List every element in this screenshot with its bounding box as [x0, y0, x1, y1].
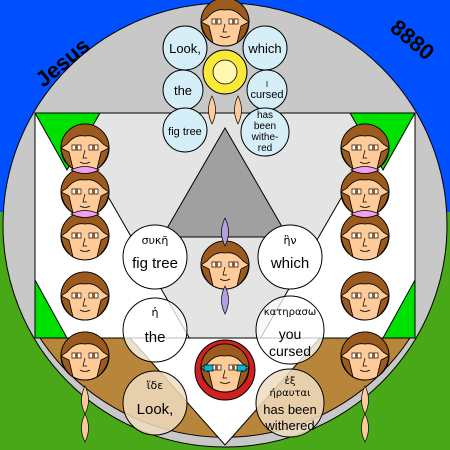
greek-exeranthai-2: ήραυται: [269, 387, 311, 399]
label-fig-tree: fig tree: [168, 126, 202, 138]
face-icon: [60, 211, 110, 261]
eye-icon: [203, 364, 214, 372]
english-katerasw-1: you: [279, 326, 302, 342]
english-ide: Look,: [137, 401, 174, 418]
bubble-fig-tree: [162, 107, 208, 153]
flower-center-inner: [212, 59, 238, 85]
bubble-withered: [240, 107, 290, 157]
label-cursed-2: cursed: [250, 89, 283, 101]
greek-syke: συκῆ: [142, 234, 169, 247]
bubble-hen: [257, 224, 323, 290]
label-withered-4: red: [258, 143, 272, 154]
label-withered-3: withe-: [251, 132, 279, 143]
label-withered-1: has: [257, 110, 273, 121]
bubble-exeranthai: [255, 368, 325, 438]
eye-icon: [236, 364, 247, 372]
label-cursed-1: I: [266, 80, 268, 89]
face-icon: [200, 0, 250, 47]
english-he: the: [145, 329, 166, 346]
english-syke: fig tree: [132, 255, 178, 272]
label-the: the: [174, 83, 192, 98]
face-icon: [200, 240, 250, 290]
bubble-ide: [122, 370, 188, 436]
face-icon: [340, 331, 390, 381]
bubble-he: [122, 297, 188, 363]
label-withered-2: been: [254, 121, 276, 132]
face-icon: [340, 271, 390, 321]
bubble-syke: [122, 224, 188, 290]
greek-ide: ἴδε: [147, 379, 163, 392]
face-icon: [340, 123, 390, 173]
lower-bubbles: συκῆ fig tree ἣν which ἡ the κατηρασω yo…: [122, 224, 325, 438]
label-which: which: [247, 41, 281, 56]
english-exeranthai-1: has been: [263, 402, 317, 417]
greek-hen: ἣν: [283, 234, 296, 247]
bubble-katerasw: [255, 295, 325, 365]
center-face-column: [194, 217, 256, 401]
face-icon: [60, 271, 110, 321]
english-hen: which: [270, 255, 309, 272]
english-exeranthai-2: withered: [264, 418, 314, 433]
greek-exeranthai-1: ἐξ: [285, 375, 296, 387]
top-flower: Look, which the I cursed fig tree has be…: [162, 0, 290, 157]
greek-he: ἡ: [152, 306, 159, 319]
face-icon: [60, 123, 110, 173]
greek-katerasw: κατηρασω: [264, 307, 317, 318]
face-icon: [340, 167, 390, 217]
face-icon: [60, 167, 110, 217]
face-icon: [60, 331, 110, 381]
face-icon: [340, 211, 390, 261]
label-look: Look,: [169, 41, 201, 56]
english-katerasw-2: cursed: [269, 343, 311, 359]
